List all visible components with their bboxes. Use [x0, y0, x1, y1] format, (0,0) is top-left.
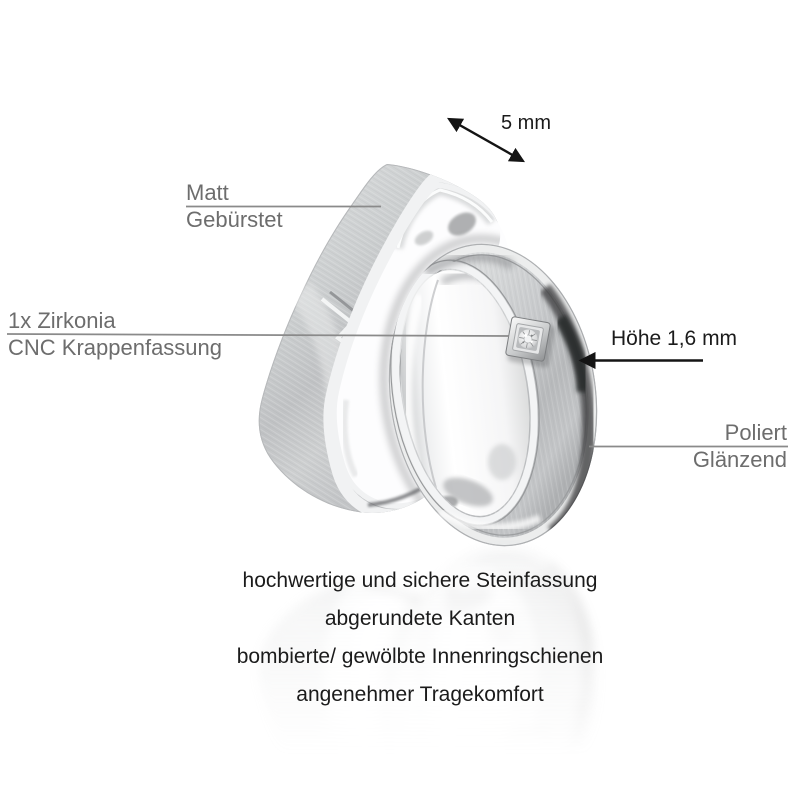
zirconia-stone [505, 316, 555, 368]
stone-setting-label-line2: CNC Krappenfassung [8, 335, 223, 360]
stone-setting-label-line1: 1x Zirkonia [8, 308, 116, 333]
annotation-lines [6, 117, 788, 448]
feature-list: hochwertige und sichere Steinfassung abg… [40, 562, 800, 714]
front-finish-label-line2: Glänzend [692, 447, 787, 472]
width-double-arrow-icon [446, 117, 526, 163]
back-finish-label-line1: Matt [186, 180, 229, 205]
width-label: 5 mm [501, 112, 551, 134]
feature-item: abgerundete Kanten [324, 607, 516, 630]
feature-item: angenehmer Tragekomfort [296, 683, 544, 706]
feature-item: bombierte/ gewölbte Innenringschienen [236, 645, 604, 668]
profile-height-label: Höhe 1,6 mm [611, 327, 738, 350]
front-finish-label-line1: Poliert [724, 420, 787, 445]
zirconia-leader-line [6, 333, 510, 337]
feature-item: hochwertige und sichere Steinfassung [242, 569, 598, 592]
front-ring [380, 235, 610, 560]
back-finish-label-line2: Gebürstet [186, 207, 283, 232]
